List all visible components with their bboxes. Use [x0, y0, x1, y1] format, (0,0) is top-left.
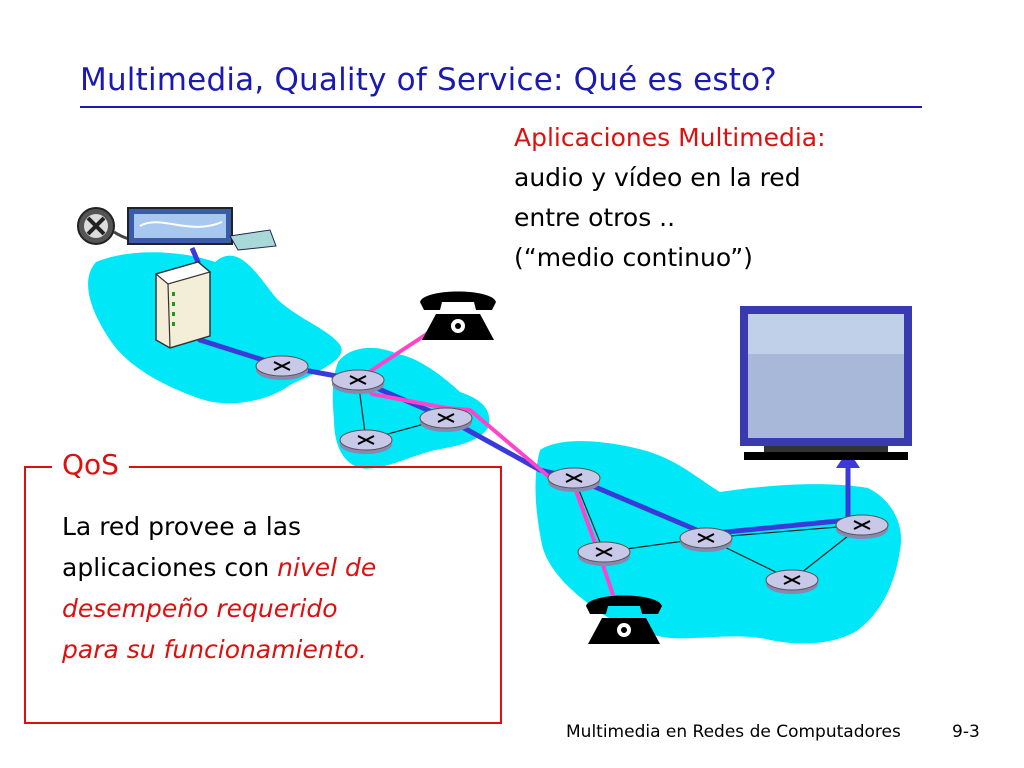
title-underline — [80, 106, 922, 108]
multimedia-apps-line: entre otros .. — [514, 203, 676, 232]
qos-label: QoS — [52, 448, 129, 481]
router-icon — [331, 369, 385, 394]
telephone-icon — [420, 291, 496, 340]
monitor-icon — [740, 306, 912, 460]
router-icon — [577, 541, 631, 566]
camera-icon — [127, 207, 277, 251]
qos-box — [24, 466, 502, 724]
qos-line-emphasis: desempeño requerido — [62, 588, 376, 629]
slide-title: Multimedia, Quality of Service: Qué es e… — [80, 62, 777, 98]
router-icon — [835, 514, 889, 539]
router-icon — [419, 407, 473, 432]
qos-description: La red provee a las aplicaciones con niv… — [62, 506, 376, 670]
footer-course-name: Multimedia en Redes de Computadores — [566, 722, 901, 742]
router-icon — [547, 467, 601, 492]
footer-page-number: 9-3 — [952, 722, 980, 742]
multimedia-apps-line: audio y vídeo en la red — [514, 163, 801, 192]
network-cloud-left — [88, 252, 342, 404]
multimedia-apps-line: (“medio continuo”) — [514, 243, 753, 272]
router-icon — [765, 569, 819, 594]
multimedia-apps-heading: Aplicaciones Multimedia: — [514, 123, 826, 152]
telephone-icon — [586, 595, 662, 644]
qos-line-emphasis: nivel de — [277, 553, 377, 582]
multimedia-apps-block: Aplicaciones Multimedia: audio y vídeo e… — [514, 118, 826, 278]
qos-line: aplicaciones con nivel de — [62, 547, 376, 588]
qos-line-emphasis: para su funcionamiento. — [62, 629, 376, 670]
qos-line-plain: aplicaciones con — [62, 553, 278, 582]
router-icon — [255, 355, 309, 380]
qos-line-emphasis-text: para su funcionamiento. — [62, 635, 367, 664]
router-icon — [679, 527, 733, 552]
qos-line-emphasis-text: desempeño requerido — [62, 594, 338, 623]
router-icon — [339, 429, 393, 454]
qos-line: La red provee a las — [62, 512, 302, 541]
server-icon — [154, 261, 212, 349]
